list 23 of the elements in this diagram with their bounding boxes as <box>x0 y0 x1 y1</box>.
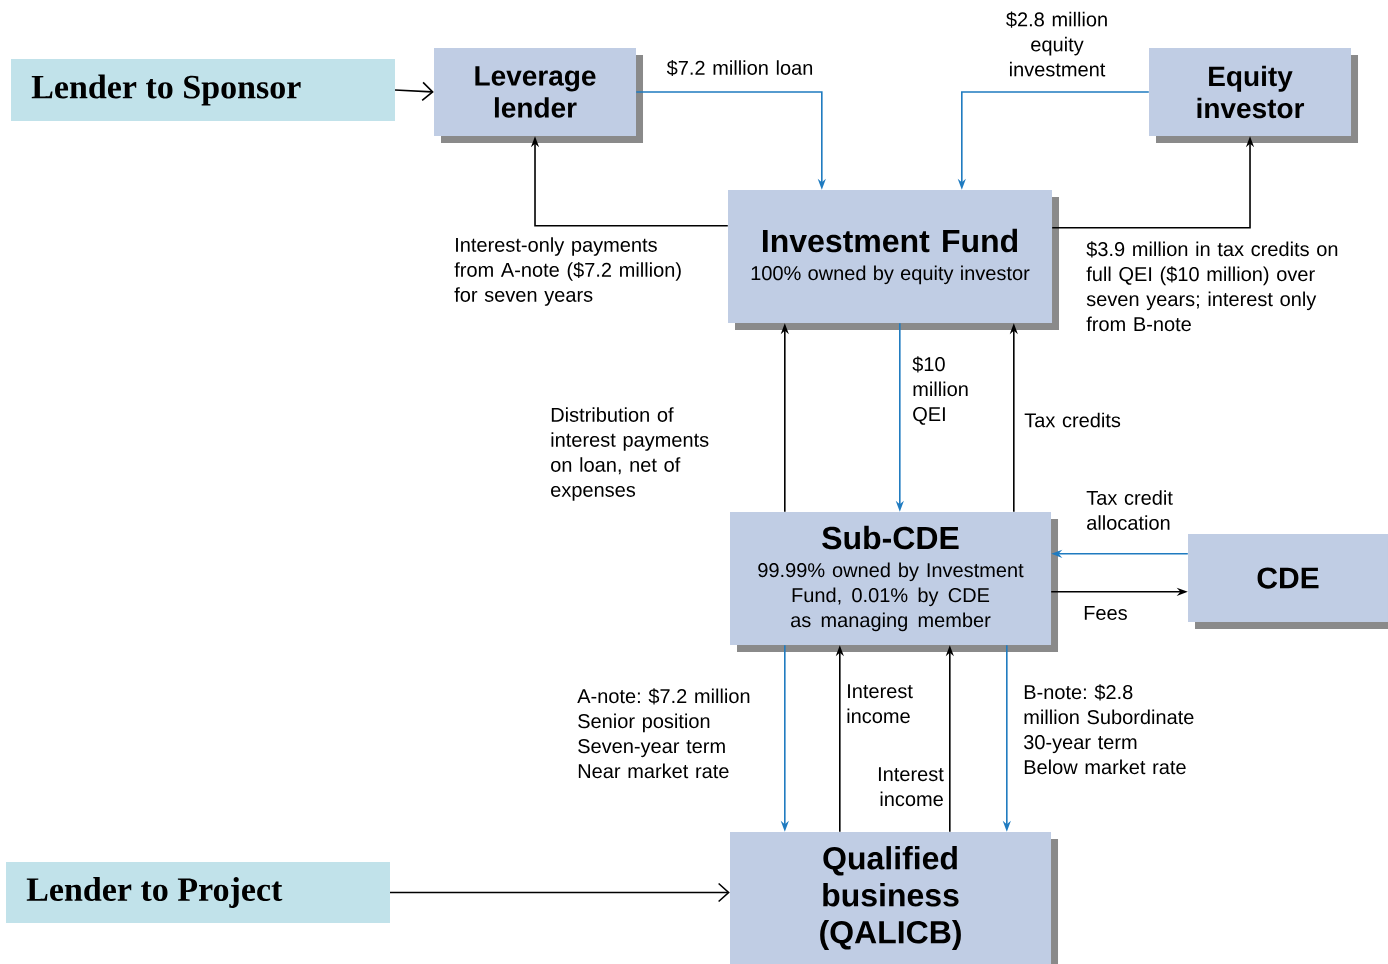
entity-box: Qualified business (QALICB) <box>730 832 1058 964</box>
entity-box: CDE <box>1188 534 1388 629</box>
banner-box: Lender to Project <box>6 862 390 923</box>
entity-box: Leverage lender <box>434 48 643 143</box>
edge-label: A-note: $7.2 million Senior position Seven-year term Near market rate <box>577 688 750 779</box>
entity-box: Investment Fund 100% owned by equity investor <box>728 190 1059 330</box>
entity-box: Equity investor <box>1149 48 1358 143</box>
arrow <box>389 882 730 903</box>
edge-label: Interest-only payments from A-note ($7.2 million) for seven years <box>454 237 681 306</box>
edge-label: Interest income <box>847 684 913 724</box>
edge-label: $3.9 million in tax credits on full QEI ($10 million) over seven years; interest only from B-note <box>1086 241 1338 332</box>
edge-label: B-note: $2.8 million Subordinate 30-year term Below market rate <box>1024 684 1194 775</box>
edge-label: $2.8 million equity investment <box>1006 11 1107 77</box>
edge-label: $7.2 million loan <box>666 59 813 77</box>
arrow <box>394 81 434 102</box>
edge-label: Distribution of interest payments on loan, net of expenses <box>551 407 709 501</box>
edge-label: Tax credits <box>1024 412 1121 428</box>
entity-box: Sub-CDE 99.99% owned by Investment Fund, 0.01% by CDE as managing member <box>730 512 1058 652</box>
banner-box: Lender to Sponsor <box>11 59 395 121</box>
edge-label: Fees <box>1084 606 1127 620</box>
edge-label: Tax credit allocation <box>1086 490 1173 530</box>
edge-label: $10 million QEI <box>912 356 968 425</box>
edge-label: Interest income <box>878 767 944 807</box>
